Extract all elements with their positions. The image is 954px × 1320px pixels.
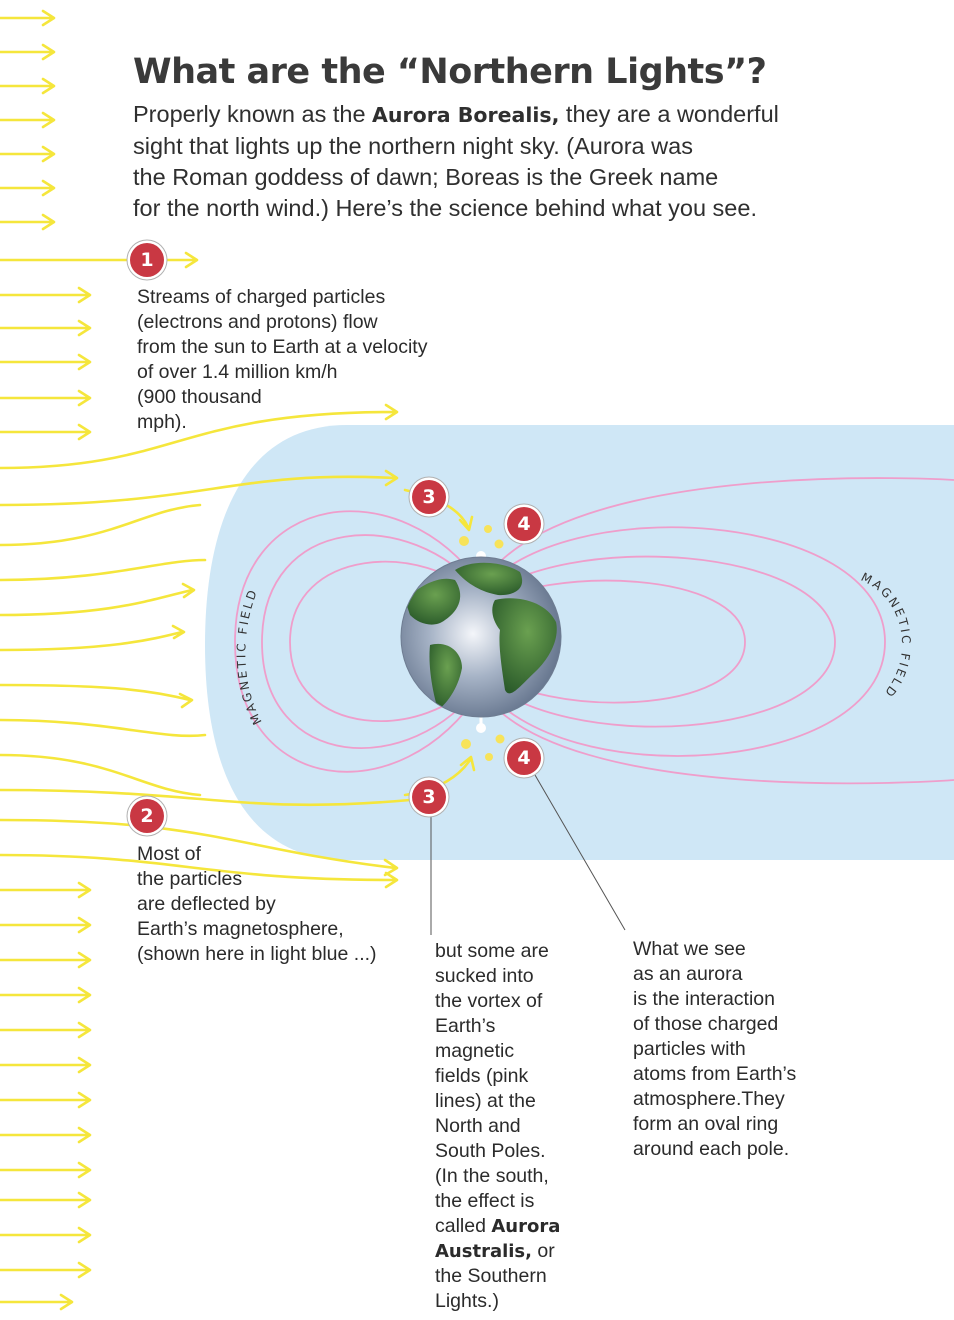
intro-bold-term: Aurora Borealis,	[372, 103, 560, 127]
step-1-text: Streams of charged particles (electrons …	[137, 286, 428, 433]
leader-line-4	[534, 774, 626, 931]
magnetic-field-lines	[234, 477, 954, 785]
solar-wind-arrows	[0, 9, 476, 1311]
magnetosphere	[205, 425, 954, 860]
aurora-south	[461, 734, 505, 761]
step-badge-3-south: 3	[412, 780, 446, 814]
intro-lead: Properly known as the	[133, 101, 366, 127]
earth-globe	[400, 556, 562, 718]
step-4-text: What we see as an aurora is the interact…	[633, 938, 797, 1160]
step-2-text: Most of the particles are deflected by E…	[137, 843, 377, 965]
step-badge-3-north: 3	[412, 480, 446, 514]
intro-line-3: the Roman goddess of dawn; Boreas is the…	[133, 164, 719, 190]
intro-line-1-rest: they are a wonderful	[565, 101, 779, 127]
step-badge-4-south: 4	[507, 741, 541, 775]
intro-paragraph: Properly known as the Aurora Borealis, t…	[133, 99, 873, 224]
intro-line-4: for the north wind.) Here’s the science …	[133, 195, 757, 221]
aurora-north	[459, 525, 504, 549]
step-3-text: but some are sucked into the vortex of E…	[435, 940, 561, 1312]
step-badge-1: 1	[130, 243, 164, 277]
page-title: What are the “Northern Lights”?	[133, 52, 767, 92]
intro-line-2: sight that lights up the northern night …	[133, 133, 693, 159]
aurora-australis-term: Aurora	[491, 1216, 561, 1237]
step-badge-2: 2	[130, 799, 164, 833]
step-badge-4-north: 4	[507, 507, 541, 541]
